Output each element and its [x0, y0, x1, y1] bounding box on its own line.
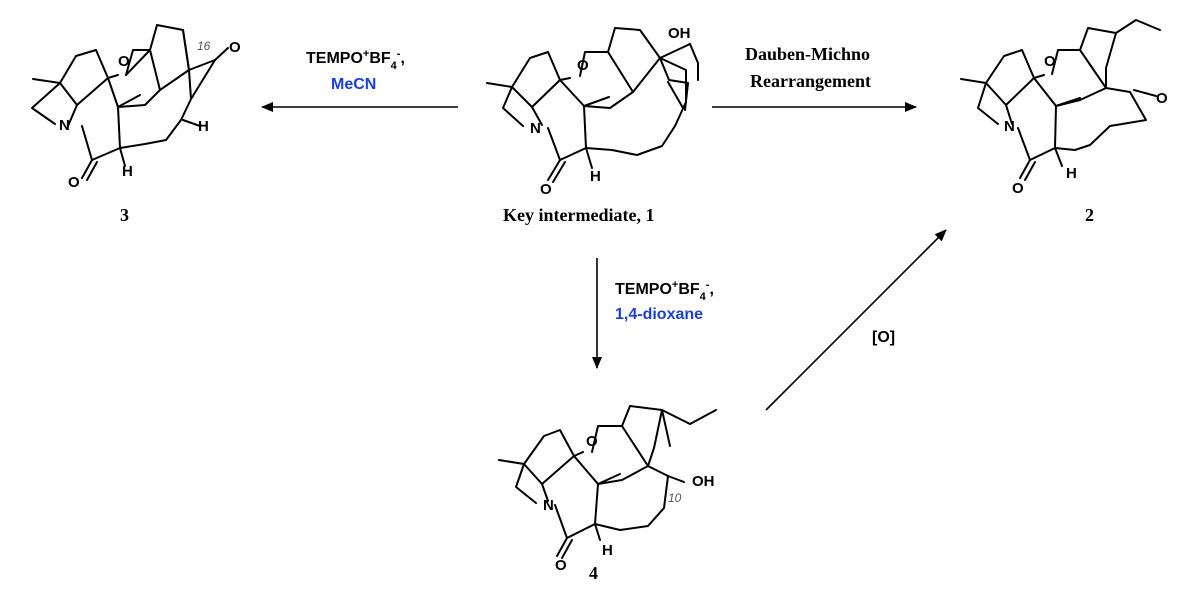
atom-H: H	[122, 163, 133, 180]
locant-16: 16	[197, 39, 211, 53]
solvent-1-to-3: MeCN	[331, 76, 376, 93]
atom-N: N	[1004, 118, 1015, 135]
atom-O: O	[577, 57, 589, 74]
structure-compound-3: N O O O H H 16	[31, 24, 241, 191]
label-compound-3: 3	[120, 205, 129, 225]
reagent-1-to-4: TEMPO+BF4-,	[615, 279, 714, 303]
atom-O: O	[68, 174, 80, 191]
atom-N: N	[543, 497, 554, 514]
atom-O: O	[118, 53, 130, 70]
atom-H: H	[198, 118, 209, 135]
arrow-4-to-2	[765, 229, 947, 411]
atom-O: O	[229, 39, 241, 56]
atom-N: N	[59, 117, 70, 134]
atom-H: H	[602, 542, 613, 559]
atom-O: O	[555, 557, 567, 574]
label-compound-2: 2	[1085, 205, 1094, 225]
reagent-1-to-2-line1: Dauben-Michno	[745, 44, 870, 64]
atom-O: O	[586, 433, 598, 450]
atom-OH: OH	[668, 25, 691, 42]
atom-H: H	[590, 168, 601, 185]
solvent-1-to-4: 1,4-dioxane	[615, 306, 703, 323]
atom-OH: OH	[692, 473, 715, 490]
reagent-1-to-2-line2: Rearrangement	[750, 71, 871, 91]
atom-N: N	[530, 120, 541, 137]
atom-O: O	[1012, 180, 1024, 197]
structure-compound-1: N O O H OH	[486, 25, 699, 198]
structure-compound-2: N O O O H	[960, 19, 1168, 197]
atom-H: H	[1066, 165, 1077, 182]
reagent-1-to-3: TEMPO+BF4-,	[306, 48, 405, 72]
label-compound-4: 4	[589, 563, 598, 583]
atom-O: O	[1156, 90, 1168, 107]
label-compound-1: Key intermediate, 1	[503, 205, 654, 225]
atom-O: O	[540, 181, 552, 198]
structure-compound-4: N O O H OH 10	[498, 405, 717, 574]
atom-O: O	[1044, 53, 1056, 70]
reagent-4-to-2: [O]	[872, 329, 895, 346]
locant-10: 10	[668, 491, 682, 505]
